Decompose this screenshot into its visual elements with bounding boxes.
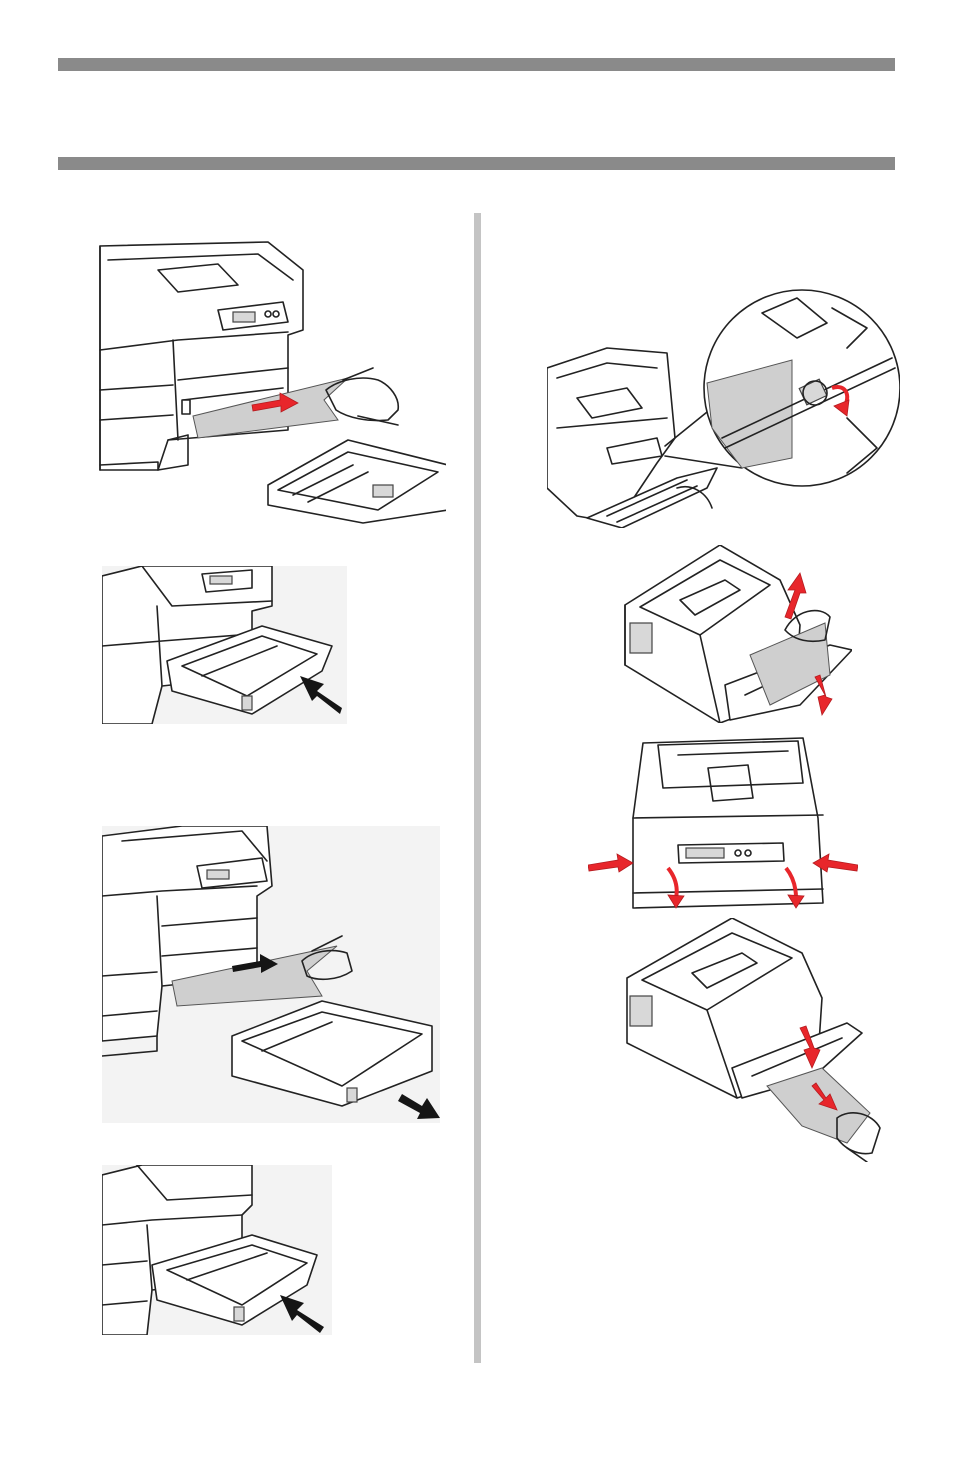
- printer-paper-jam-illustration: [98, 240, 446, 525]
- side-release-illustration: [588, 733, 858, 911]
- rear-paper-pull-illustration: [620, 545, 852, 723]
- rear-paper-pull-illustration: [622, 918, 882, 1162]
- roller-detail-illustration: [547, 288, 900, 528]
- header-rule-bottom: [58, 157, 895, 170]
- column-divider: [474, 213, 481, 1363]
- tray-insert-illustration: [102, 566, 347, 724]
- header-rule-top: [58, 58, 895, 71]
- printer-paper-jam-illustration: [102, 826, 440, 1123]
- tray-insert-illustration: [102, 1165, 332, 1335]
